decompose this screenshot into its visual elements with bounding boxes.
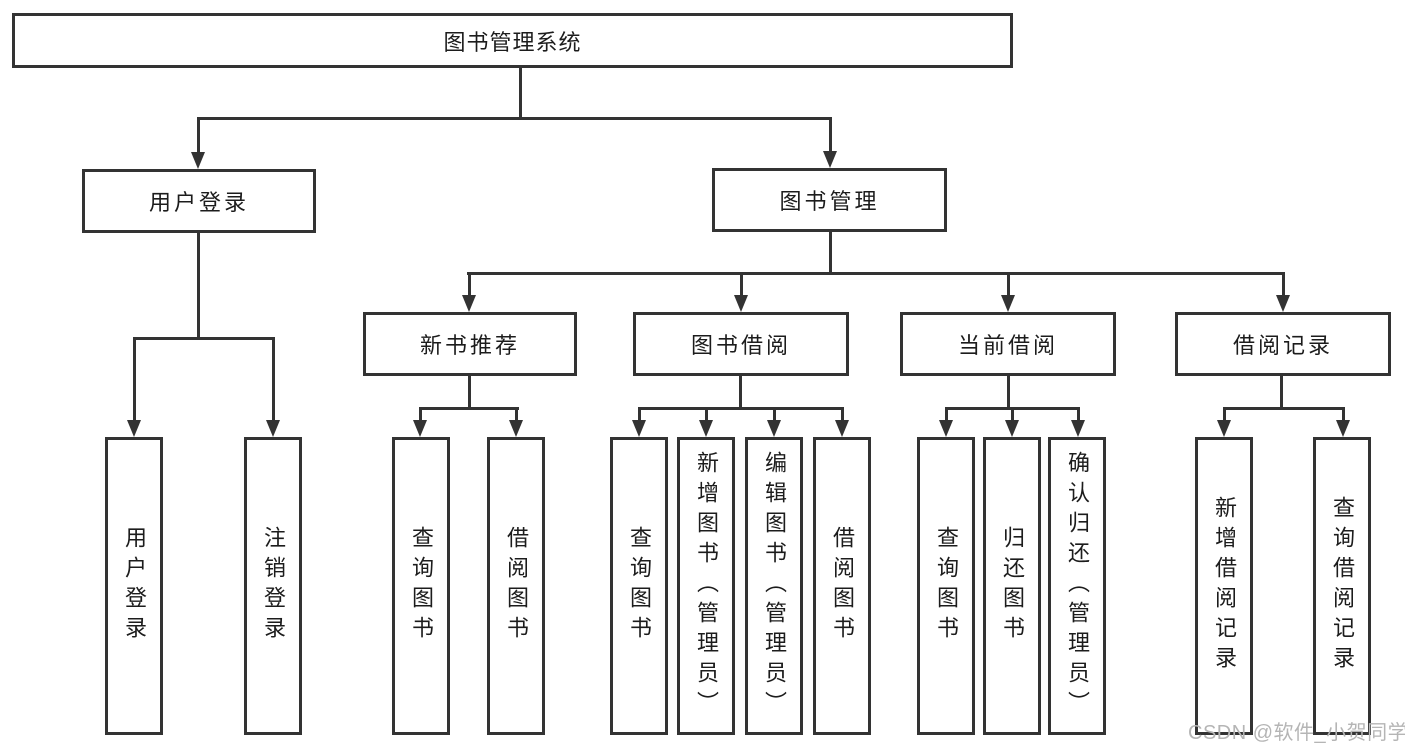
connector-line <box>945 407 948 422</box>
connector-arrowhead <box>509 420 523 437</box>
leaf-borrow-books-recommend: 借阅图书 <box>487 437 545 735</box>
leaf-query-books-borrow: 查询图书 <box>610 437 668 735</box>
connector-line <box>1007 272 1010 297</box>
connector-line <box>829 117 832 152</box>
connector-line <box>1223 407 1226 422</box>
connector-line <box>197 231 200 340</box>
connector-line <box>740 272 743 297</box>
leaf-user-login: 用户登录 <box>105 437 163 735</box>
connector-line <box>272 337 275 422</box>
leaf-add-borrow-record: 新增借阅记录 <box>1195 437 1253 735</box>
connector-arrowhead <box>127 420 141 437</box>
connector-line <box>133 337 275 340</box>
leaf-query-books-current: 查询图书 <box>917 437 975 735</box>
connector-line <box>468 374 471 410</box>
connector-arrowhead <box>1336 420 1350 437</box>
leaf-return-books: 归还图书 <box>983 437 1041 735</box>
connector-line <box>197 117 832 120</box>
node-user-login: 用户登录 <box>82 169 316 233</box>
connector-line <box>467 272 1285 275</box>
connector-line <box>133 337 136 422</box>
connector-line <box>739 374 742 410</box>
connector-arrowhead <box>835 420 849 437</box>
leaf-add-books-admin: 新增图书（管理员） <box>677 437 735 735</box>
connector-arrowhead <box>266 420 280 437</box>
leaf-logout-login: 注销登录 <box>244 437 302 735</box>
connector-line <box>1280 374 1283 410</box>
connector-arrowhead <box>1276 295 1290 312</box>
node-root: 图书管理系统 <box>12 13 1013 68</box>
leaf-borrow-books: 借阅图书 <box>813 437 871 735</box>
connector-line <box>1077 407 1080 422</box>
connector-line <box>419 407 422 422</box>
connector-arrowhead <box>734 295 748 312</box>
leaf-query-books-recommend: 查询图书 <box>392 437 450 735</box>
connector-line <box>1011 407 1014 422</box>
csdn-watermark: CSDN @软件_小贺同学 <box>1188 722 1405 744</box>
connector-arrowhead <box>939 420 953 437</box>
connector-line <box>638 407 844 410</box>
leaf-query-borrow-record: 查询借阅记录 <box>1313 437 1371 735</box>
connector-line <box>829 230 832 275</box>
connector-line <box>419 407 519 410</box>
connector-line <box>705 407 708 422</box>
connector-arrowhead <box>699 420 713 437</box>
connector-line <box>841 407 844 422</box>
connector-arrowhead <box>1001 295 1015 312</box>
node-borrow-records: 借阅记录 <box>1175 312 1391 376</box>
connector-line <box>1223 407 1345 410</box>
leaf-edit-books-admin: 编辑图书（管理员） <box>745 437 803 735</box>
connector-line <box>1007 374 1010 410</box>
connector-arrowhead <box>191 152 205 169</box>
connector-arrowhead <box>1005 420 1019 437</box>
connector-arrowhead <box>823 151 837 168</box>
node-current-borrow: 当前借阅 <box>900 312 1116 376</box>
connector-arrowhead <box>413 420 427 437</box>
connector-line <box>197 117 200 153</box>
connector-arrowhead <box>1071 420 1085 437</box>
connector-line <box>773 407 776 422</box>
connector-line <box>468 272 471 297</box>
node-book-management: 图书管理 <box>712 168 947 232</box>
connector-line <box>1342 407 1345 422</box>
connector-line <box>638 407 641 422</box>
connector-line <box>1282 272 1285 297</box>
node-book-borrow: 图书借阅 <box>633 312 849 376</box>
connector-line <box>519 66 522 120</box>
leaf-confirm-return-admin: 确认归还（管理员） <box>1048 437 1106 735</box>
connector-arrowhead <box>632 420 646 437</box>
connector-arrowhead <box>767 420 781 437</box>
connector-line <box>515 407 518 422</box>
connector-arrowhead <box>1217 420 1231 437</box>
connector-arrowhead <box>462 295 476 312</box>
node-new-book-recommend: 新书推荐 <box>363 312 577 376</box>
